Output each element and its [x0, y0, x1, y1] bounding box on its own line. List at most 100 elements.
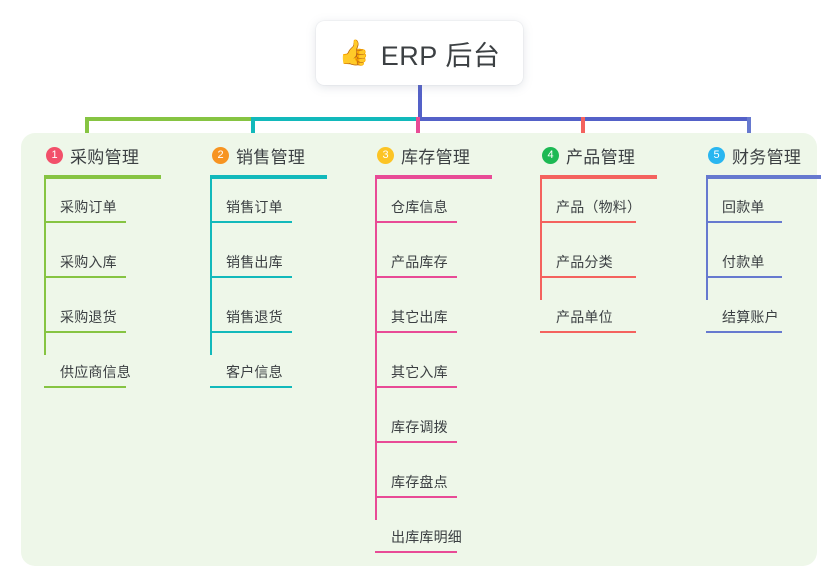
- list-item[interactable]: 库存盘点: [361, 454, 511, 509]
- list-item[interactable]: 结算账户: [692, 289, 832, 344]
- list-item[interactable]: 其它入库: [361, 344, 511, 399]
- list-item-label: 回款单: [722, 199, 765, 215]
- list-item-label: 产品单位: [556, 309, 613, 325]
- list-item-label: 付款单: [722, 254, 765, 270]
- list-item-rule: [706, 331, 782, 333]
- list-item[interactable]: 其它出库: [361, 289, 511, 344]
- list-item-label: 客户信息: [226, 364, 283, 380]
- list-item-rule: [375, 331, 457, 333]
- branches-panel: [21, 133, 817, 566]
- list-item[interactable]: 销售退货: [196, 289, 346, 344]
- list-item-rule: [44, 276, 126, 278]
- column-title: 销售管理: [236, 147, 306, 167]
- list-item-label: 产品分类: [556, 254, 613, 270]
- list-item[interactable]: 产品库存: [361, 234, 511, 289]
- connector-horizontal-segment: [85, 117, 255, 121]
- list-item-rule: [210, 276, 292, 278]
- column-header-4[interactable]: 4 产品管理: [526, 144, 676, 167]
- column-number-badge: 1: [46, 146, 63, 164]
- list-item-label: 销售订单: [226, 199, 283, 215]
- list-item-rule: [540, 331, 636, 333]
- list-item-label: 仓库信息: [391, 199, 448, 215]
- list-item-rule: [706, 276, 782, 278]
- list-item-label: 出库库明细: [391, 529, 462, 545]
- connector-drop-财务管理: [747, 117, 751, 147]
- list-item-rule: [44, 386, 126, 388]
- connector-horizontal-segment: [581, 117, 751, 121]
- list-item-rule: [540, 221, 636, 223]
- list-item-rule: [375, 496, 457, 498]
- root-node-erp-backend[interactable]: 👍 ERP 后台: [316, 21, 523, 85]
- list-item[interactable]: 库存调拨: [361, 399, 511, 454]
- connector-root-stem: [418, 85, 422, 121]
- column-header-rule: [210, 175, 327, 179]
- column-number-badge: 4: [542, 146, 559, 164]
- list-item-rule: [44, 331, 126, 333]
- column-title: 采购管理: [70, 147, 140, 167]
- list-item[interactable]: 采购订单: [30, 179, 180, 234]
- list-item-rule: [210, 331, 292, 333]
- list-item[interactable]: 回款单: [692, 179, 832, 234]
- list-item-rule: [375, 276, 457, 278]
- list-item-label: 销售出库: [226, 254, 283, 270]
- list-item-label: 销售退货: [226, 309, 283, 325]
- list-item[interactable]: 产品（物料）: [526, 179, 676, 234]
- list-item[interactable]: 产品单位: [526, 289, 676, 344]
- thumbs-up-icon: 👍: [338, 38, 370, 67]
- list-item[interactable]: 采购入库: [30, 234, 180, 289]
- column-items: 采购订单采购入库采购退货供应商信息: [30, 179, 180, 399]
- column-header-rule: [44, 175, 161, 179]
- root-node-title: ERP 后台: [380, 40, 501, 71]
- list-item-label: 供应商信息: [60, 364, 131, 380]
- connector-drop-销售管理: [251, 117, 255, 147]
- column-items: 销售订单销售出库销售退货客户信息: [196, 179, 346, 399]
- column-title: 财务管理: [732, 147, 802, 167]
- list-item-label: 采购入库: [60, 254, 117, 270]
- connector-horizontal-segment: [420, 117, 585, 121]
- column-header-rule: [375, 175, 492, 179]
- column-header-2[interactable]: 2 销售管理: [196, 144, 346, 167]
- connector-drop-产品管理: [581, 117, 585, 147]
- list-item[interactable]: 销售订单: [196, 179, 346, 234]
- list-item-label: 其它入库: [391, 364, 448, 380]
- list-item[interactable]: 客户信息: [196, 344, 346, 399]
- list-item-rule: [44, 221, 126, 223]
- column-spine: [540, 179, 542, 300]
- list-item[interactable]: 供应商信息: [30, 344, 180, 399]
- column-header-rule: [706, 175, 821, 179]
- column-header-1[interactable]: 1 采购管理: [30, 144, 180, 167]
- list-item-rule: [210, 386, 292, 388]
- list-item-label: 库存调拨: [391, 419, 448, 435]
- list-item-rule: [375, 441, 457, 443]
- connector-horizontal-segment: [251, 117, 420, 121]
- list-item-label: 产品（物料）: [556, 199, 642, 215]
- column-2: 2 销售管理销售订单销售出库销售退货客户信息: [196, 144, 346, 399]
- column-title: 产品管理: [566, 147, 636, 167]
- column-number-badge: 2: [212, 146, 229, 164]
- column-items: 产品（物料） 产品分类产品单位: [526, 179, 676, 344]
- list-item[interactable]: 出库库明细: [361, 509, 511, 564]
- column-number-badge: 3: [377, 146, 394, 164]
- list-item-label: 产品库存: [391, 254, 448, 270]
- list-item-label: 库存盘点: [391, 474, 448, 490]
- list-item-rule: [210, 221, 292, 223]
- list-item-label: 采购订单: [60, 199, 117, 215]
- list-item[interactable]: 采购退货: [30, 289, 180, 344]
- column-spine: [706, 179, 708, 300]
- list-item-rule: [540, 276, 636, 278]
- list-item[interactable]: 付款单: [692, 234, 832, 289]
- list-item[interactable]: 产品分类: [526, 234, 676, 289]
- column-items: 回款单付款单结算账户: [692, 179, 832, 344]
- list-item-rule: [706, 221, 782, 223]
- list-item[interactable]: 销售出库: [196, 234, 346, 289]
- list-item-label: 其它出库: [391, 309, 448, 325]
- list-item-label: 采购退货: [60, 309, 117, 325]
- list-item-rule: [375, 551, 457, 553]
- column-spine: [210, 179, 212, 355]
- column-1: 1 采购管理采购订单采购入库采购退货供应商信息: [30, 144, 180, 399]
- list-item[interactable]: 仓库信息: [361, 179, 511, 234]
